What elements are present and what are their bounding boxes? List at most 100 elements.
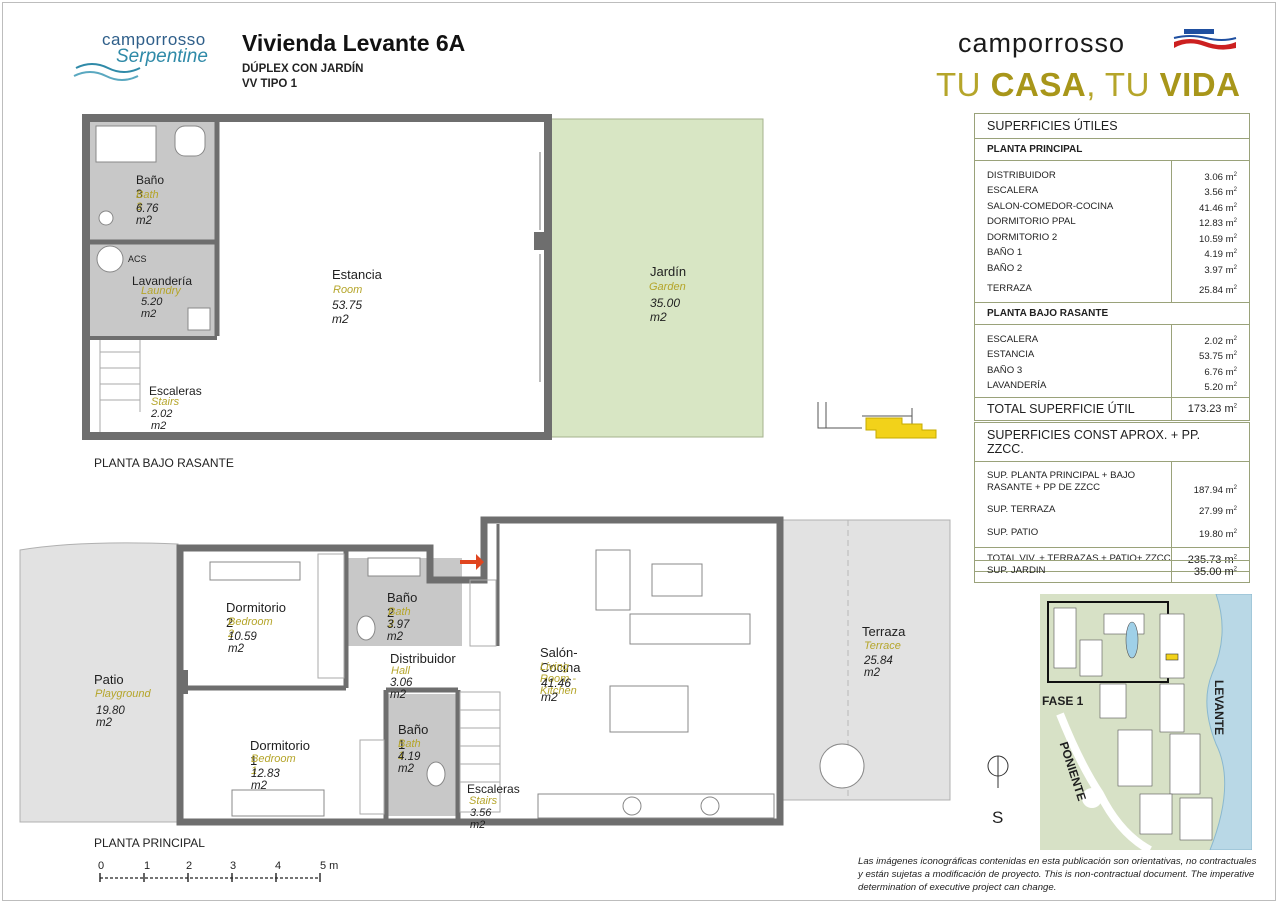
basement-subtitle: PLANTA BAJO RASANTE bbox=[975, 303, 1249, 325]
terrace-table-icon bbox=[819, 743, 865, 789]
room-hall-en: Hall bbox=[391, 665, 410, 677]
main-outer-wall bbox=[176, 516, 784, 826]
page-subtitle: DÚPLEX CON JARDÍN VV TIPO 1 bbox=[242, 62, 363, 92]
built-areas-title: SUPERFICIES CONST APROX. + PP. ZZCC. bbox=[975, 423, 1249, 462]
room-bath2-name: Baño 2 bbox=[387, 590, 418, 620]
area-row-value: 3.56 m2 bbox=[1204, 187, 1237, 199]
garden-area-table: SUP. JARDIN 35.00 m2 bbox=[974, 560, 1250, 583]
room-patio-area: 19.80 m2 bbox=[96, 705, 125, 729]
area-row: BAÑO 2 3.97 m2 bbox=[975, 262, 1249, 277]
area-row-value: 10.59 m2 bbox=[1198, 233, 1237, 246]
area-row-value: 41.46 m2 bbox=[1198, 202, 1237, 215]
room-bath1-area: 4.19 m2 bbox=[398, 751, 421, 775]
toilet-icon bbox=[174, 125, 206, 157]
area-row-value: 3.97 m2 bbox=[1204, 264, 1237, 277]
room-estancia-area: 53.75 m2 bbox=[332, 298, 363, 326]
area-row-name: DISTRIBUIDOR bbox=[987, 170, 1056, 181]
room-garden-name: Jardín bbox=[650, 264, 687, 279]
main-stairs bbox=[317, 553, 501, 815]
room-bath3-name: Baño 3 bbox=[136, 173, 165, 201]
room-living-name: Salón-Cocina bbox=[540, 645, 581, 675]
useful-areas-title: SUPERFICIES ÚTILES bbox=[975, 114, 1249, 139]
basement-floor-plan bbox=[82, 114, 764, 440]
area-row-value: 12.83 m2 bbox=[1198, 218, 1237, 230]
site-phase-label: FASE 1 bbox=[1042, 694, 1084, 708]
sink-icon bbox=[700, 796, 720, 816]
room-terrace-area: 25.84 m2 bbox=[864, 655, 893, 679]
scale-label: 5 m bbox=[320, 860, 339, 872]
dining-table-icon bbox=[609, 685, 689, 733]
bath1-floor bbox=[386, 694, 456, 816]
room-bedroom1-area: 12.83 m2 bbox=[251, 768, 280, 792]
scale-label: 0 bbox=[98, 860, 105, 872]
room-stairs-b-area: 2.02 m2 bbox=[151, 408, 173, 432]
scale-bar bbox=[99, 873, 321, 882]
wave-logo-mark bbox=[73, 63, 141, 81]
room-hall-name: Distribuidor bbox=[390, 651, 456, 666]
compass-letter: S bbox=[992, 808, 1004, 827]
area-row-name: ESTANCIA bbox=[987, 349, 1035, 361]
area-row-name: ESCALERA bbox=[987, 333, 1039, 345]
water-heater-icon bbox=[96, 245, 124, 273]
pool-icon bbox=[1125, 621, 1139, 659]
camporrosso-logo-text: camporrosso bbox=[958, 28, 1126, 58]
area-row: TERRAZA 25.84 m2 bbox=[987, 283, 1237, 297]
room-stairs-b-name: Escaleras bbox=[149, 384, 202, 398]
room-patio-en: Playground bbox=[95, 688, 151, 700]
room-estancia-en: Room bbox=[333, 284, 363, 296]
area-row: ESCALERA 2.02 m2 bbox=[975, 333, 1249, 348]
entrance-arrow-icon bbox=[460, 554, 484, 570]
patio-area bbox=[19, 542, 179, 823]
main-floor-plan bbox=[19, 516, 951, 826]
subtitle-code: VV TIPO 1 bbox=[242, 78, 297, 90]
area-row: SUP. TERRAZA 27.99 m2 bbox=[987, 504, 1237, 518]
serpentine-logo: camporrosso Serpentine bbox=[72, 28, 222, 84]
area-row: SUP. PATIO 19.80 m2 bbox=[987, 526, 1237, 540]
kitchen-counter-icon bbox=[537, 793, 775, 819]
bath1-toilet-icon bbox=[426, 761, 446, 787]
bath2-vanity-icon bbox=[367, 557, 421, 577]
room-bedroom1-en: Bedroom 1 bbox=[251, 753, 296, 777]
coffee-table-icon bbox=[651, 563, 703, 597]
basement-stairs bbox=[99, 340, 141, 432]
room-bedroom2-name: Dormitorio 2 bbox=[226, 600, 286, 630]
slogan-tu-2: , TU bbox=[1086, 66, 1160, 103]
room-bath3-en: Bath 3 bbox=[136, 189, 159, 213]
room-laundry-en: Laundry bbox=[141, 285, 181, 297]
room-laundry-area: 5.20 m2 bbox=[141, 296, 163, 320]
room-living-en: Living Room - Kitchen bbox=[540, 661, 577, 697]
room-bedroom1-name: Dormitorio 1 bbox=[250, 738, 310, 768]
room-garden-en: Garden bbox=[649, 281, 686, 293]
room-bedroom2-area: 10.59 m2 bbox=[228, 631, 257, 655]
room-stairs-b-en: Stairs bbox=[151, 396, 180, 408]
slogan-tu-1: TU bbox=[936, 66, 991, 103]
flag-logo-icon bbox=[1173, 29, 1237, 50]
built-areas-table: SUPERFICIES CONST APROX. + PP. ZZCC. SUP… bbox=[974, 422, 1250, 573]
washing-machine-icon bbox=[187, 307, 211, 331]
area-row-name: DORMITORIO PPAL bbox=[987, 216, 1076, 228]
room-patio-name: Patio bbox=[94, 672, 124, 687]
room-bath2-area: 3.97 m2 bbox=[387, 619, 410, 643]
area-row-name: BAÑO 2 bbox=[987, 262, 1023, 274]
main-floor-subtitle: PLANTA PRINCIPAL bbox=[975, 139, 1249, 161]
useful-areas-table: SUPERFICIES ÚTILES PLANTA PRINCIPAL DIST… bbox=[974, 113, 1250, 421]
slogan: TU CASA, TU VIDA bbox=[936, 66, 1240, 104]
garden-area-row: SUP. JARDIN 35.00 m2 bbox=[975, 561, 1249, 582]
scale-tick-labels: 0 1 2 3 4 5 m bbox=[94, 860, 354, 876]
armchairs-icon bbox=[629, 613, 751, 645]
room-bath2-en: Bath 2 bbox=[388, 606, 411, 630]
site-levante-label: LEVANTE bbox=[1212, 680, 1226, 736]
logo-serpentine-text: Serpentine bbox=[116, 46, 208, 67]
room-terrace-name: Terraza bbox=[862, 624, 906, 639]
scale-label: 4 bbox=[275, 860, 282, 872]
scale-label: 1 bbox=[144, 860, 151, 872]
area-row-value: 2.02 m2 bbox=[1204, 335, 1237, 348]
bed2-headboard-icon bbox=[209, 561, 301, 581]
